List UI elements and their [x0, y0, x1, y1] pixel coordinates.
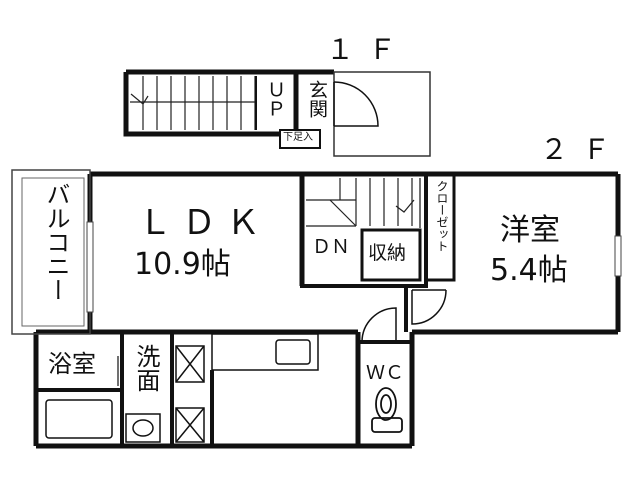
washbasin [125, 413, 161, 443]
storage-label: 収納 [368, 242, 407, 264]
balcony-label: バルコニー [42, 182, 70, 302]
shoe-cabinet [279, 129, 321, 149]
bathtub [45, 399, 113, 439]
entrance-label: 玄関 [306, 80, 328, 118]
first-floor-stairs [130, 76, 256, 130]
western-room-name: 洋室 [500, 213, 560, 248]
second-floor-label: ２Ｆ [540, 133, 625, 166]
closet-label: クローゼット [435, 180, 449, 252]
hallway-doors [361, 286, 447, 343]
washroom-label: 洗面 [132, 344, 160, 392]
shoe-cabinet-label: 下足入 [283, 132, 313, 143]
western-room-size: 5.4帖 [490, 253, 568, 288]
bath-label: 浴室 [48, 350, 96, 378]
bath-walls [36, 332, 174, 446]
toilet [371, 387, 403, 433]
kitchen-counter [210, 333, 319, 446]
down-stairs-label: ＤＮ [312, 236, 351, 258]
balcony-rail [21, 177, 85, 327]
wc-label: ＷＣ [366, 362, 405, 384]
first-floor-walls [123, 69, 334, 137]
storage-closet-walls [360, 172, 456, 282]
up-stairs-label: ＵＰ [264, 80, 286, 118]
balcony-window [86, 221, 94, 313]
washer-space [175, 345, 205, 443]
first-floor-label: １Ｆ [326, 33, 411, 66]
entrance-door [333, 81, 379, 127]
western-room-window [614, 235, 622, 277]
ldk-name: ＬＤＫ [138, 203, 270, 243]
second-floor-stairs [306, 178, 415, 227]
ldk-size: 10.9帖 [134, 247, 231, 282]
